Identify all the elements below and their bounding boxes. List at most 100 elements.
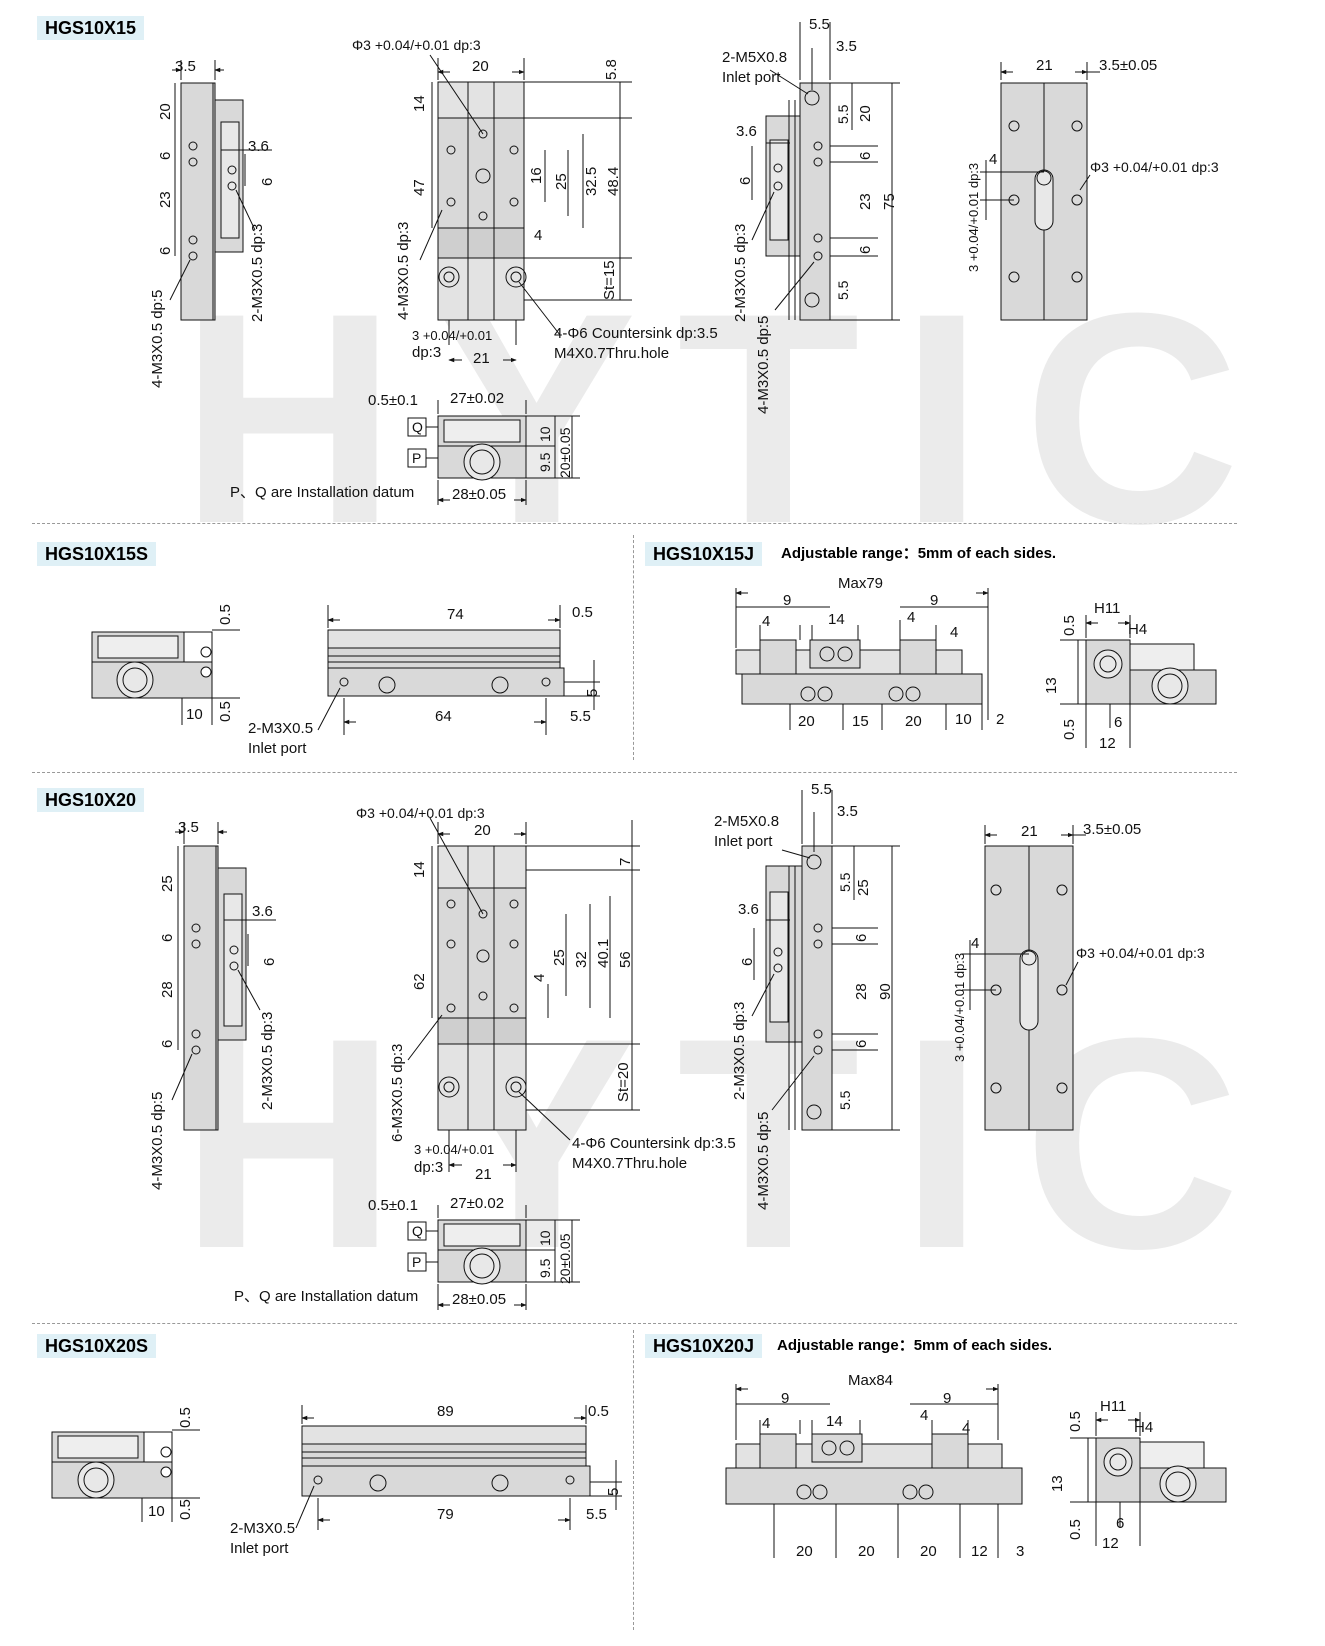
- hole-callout: 4-M3X0.5 dp:5: [149, 290, 166, 388]
- dim-label: 6: [1114, 714, 1122, 731]
- dim-label: 6: [159, 1040, 176, 1048]
- dim-label: 3.5: [837, 803, 858, 820]
- column-divider: [633, 535, 634, 760]
- dim-label: 3.6: [248, 138, 269, 155]
- dim-label: 23: [157, 191, 174, 208]
- dim-label: 3.5±0.05: [1099, 57, 1157, 74]
- adjustable-range-note-20j: Adjustable range：5mm of each sides.: [777, 1337, 1053, 1354]
- hole-callout: M4X0.7Thru.hole: [554, 345, 669, 362]
- dim-label: 10: [955, 711, 972, 728]
- dim-label: 5.5: [811, 781, 832, 798]
- dim-label: 14: [411, 95, 428, 112]
- hole-callout: 2-M3X0.5 dp:3: [731, 1002, 748, 1100]
- hole-callout: M4X0.7Thru.hole: [572, 1155, 687, 1172]
- dim-label: 28: [159, 981, 176, 998]
- dim-label: 75: [881, 193, 898, 210]
- hole-callout: 4-M3X0.5 dp:5: [755, 1112, 772, 1210]
- dim-label: 27±0.02: [450, 1195, 504, 1212]
- watermark-text-top: HYTIC: [180, 250, 1280, 586]
- datum-q: Q: [412, 1223, 423, 1239]
- dim-label: 32.5: [583, 167, 600, 196]
- dim-label: 3.6: [252, 903, 273, 920]
- section-divider: [32, 772, 1237, 773]
- hgs10x15s-side-view: [317, 605, 600, 735]
- dim-label: 3.6: [736, 123, 757, 140]
- dim-label: 21: [475, 1166, 492, 1183]
- dim-label: 0.5: [572, 604, 593, 621]
- port-callout: Inlet port: [722, 69, 781, 86]
- dim-label: 20: [474, 822, 491, 839]
- hgs10x15-top-view: [419, 54, 632, 363]
- dim-label: 48.4: [605, 167, 622, 196]
- dim-label: 25: [553, 173, 570, 190]
- datum-p: P: [412, 450, 421, 466]
- dim-label: H4: [1128, 621, 1147, 638]
- dim-label: 3: [1016, 1543, 1024, 1560]
- hole-callout: 2-M3X0.5 dp:3: [259, 1012, 276, 1110]
- dim-label: 25: [855, 879, 872, 896]
- dim-label: H4: [1134, 1419, 1153, 1436]
- dim-label: H11: [1100, 1398, 1126, 1415]
- hole-callout: 6-M3X0.5 dp:3: [389, 1044, 406, 1142]
- dim-label: 12: [971, 1543, 988, 1560]
- dim-label: 90: [877, 983, 894, 1000]
- dim-label: 10: [148, 1503, 165, 1520]
- port-callout: 2-M3X0.5: [248, 720, 313, 737]
- dim-label: 9: [943, 1390, 951, 1407]
- dim-label: 5.8: [603, 59, 620, 80]
- hgs10x15j-end-view: [1060, 615, 1217, 748]
- hole-callout: 2-M3X0.5 dp:3: [249, 224, 266, 322]
- dim-label: 5.5: [586, 1506, 607, 1523]
- dim-label: 0.5±0.1: [368, 392, 418, 409]
- datum-p: P: [412, 1254, 421, 1270]
- dim-label: 9: [781, 1390, 789, 1407]
- hole-callout: 3 +0.04/+0.01 dp:3: [966, 163, 981, 272]
- dim-label: 23: [857, 193, 874, 210]
- dim-label: 0.5: [177, 1407, 194, 1428]
- hgs10x15j-side-view: [735, 588, 989, 730]
- hole-callout: Φ3 +0.04/+0.01 dp:3: [352, 37, 481, 53]
- dim-label: 5.5: [570, 708, 591, 725]
- column-divider: [633, 1330, 634, 1630]
- dim-label: 10: [537, 1230, 553, 1246]
- dim-label: 5.5: [835, 104, 851, 124]
- section-divider: [32, 523, 1237, 524]
- dim-label: Max84: [848, 1372, 893, 1389]
- dim-label: 89: [437, 1403, 454, 1420]
- dim-label: 14: [828, 611, 845, 628]
- dim-label: 40.1: [595, 939, 612, 968]
- dim-label: 6: [159, 934, 176, 942]
- datum-q: Q: [412, 419, 423, 435]
- hgs10x15-right-view: [751, 22, 900, 321]
- dim-label: 62: [411, 973, 428, 990]
- dim-label: 4: [962, 1420, 970, 1437]
- dim-label: 4: [762, 1415, 770, 1432]
- dim-label: 12: [1102, 1535, 1119, 1552]
- dim-label: 0.5±0.1: [368, 1197, 418, 1214]
- dim-label: 5.5: [837, 872, 853, 892]
- dim-label: 32: [573, 951, 590, 968]
- watermark: HYTIC HYTIC: [180, 250, 1280, 1311]
- dim-label: 4: [907, 609, 915, 626]
- dim-label: 5.5: [809, 16, 830, 33]
- dim-label: 9.5: [537, 1258, 553, 1278]
- port-callout: 2-M5X0.8: [722, 49, 787, 66]
- hole-callout: 4-M3X0.5 dp:5: [755, 316, 772, 414]
- dim-label: 20: [157, 103, 174, 120]
- hgs10x20-bottom-view: [962, 825, 1086, 1131]
- dim-label: 3.5±0.05: [1083, 821, 1141, 838]
- dim-label: 4: [989, 151, 997, 168]
- dim-label: 28: [853, 983, 870, 1000]
- section-title-hgs10x15: HGS10X15: [37, 16, 145, 40]
- dim-label: 20±0.05: [557, 1233, 573, 1284]
- dim-label: 6: [739, 958, 756, 966]
- dim-label: St=15: [601, 260, 618, 300]
- section-divider: [32, 1323, 1237, 1324]
- dim-label: 4: [531, 974, 548, 982]
- datum-note: P、Q are Installation datum: [234, 1288, 418, 1305]
- dim-label: 0.5: [1067, 1519, 1084, 1540]
- dim-label: 0.5: [588, 1403, 609, 1420]
- dim-label: 0.5: [177, 1499, 194, 1520]
- dim-label: 64: [435, 708, 452, 725]
- dim-label: 79: [437, 1506, 454, 1523]
